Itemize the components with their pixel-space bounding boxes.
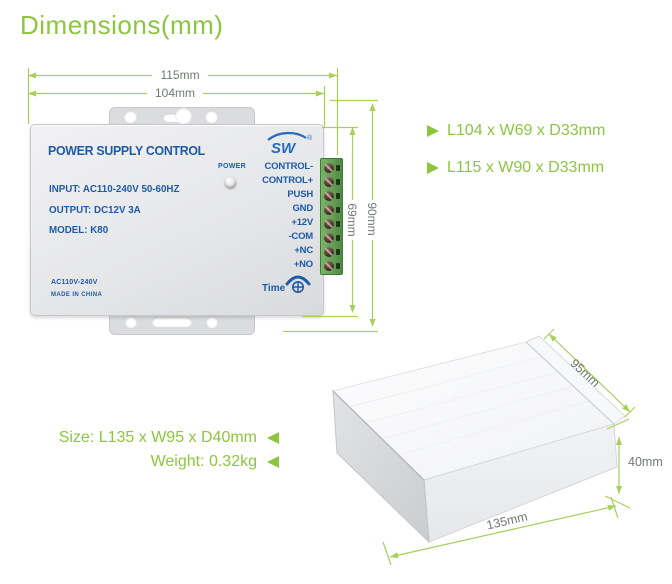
terminal-label: CONTROL+ <box>262 175 313 186</box>
wire-slot <box>336 165 340 171</box>
terminal-label: +NO <box>293 259 313 270</box>
mounting-hole <box>205 110 218 123</box>
registered-mark: ® <box>307 134 313 142</box>
output-spec: OUTPUT: DC12V 3A <box>49 204 141 216</box>
terminal-label: CONTROL- <box>264 161 313 172</box>
mounting-hole <box>206 316 218 328</box>
box-dim-95mm: 95mm <box>567 356 603 390</box>
package-size-note: Size: L135 x W95 x D40mm <box>58 429 257 446</box>
wire-slot <box>336 263 340 269</box>
mounting-hole <box>125 316 137 328</box>
terminal-label: -COM <box>288 231 313 242</box>
screw-terminal <box>324 233 334 243</box>
box-left-flap <box>332 389 430 544</box>
wire-slot <box>336 193 340 199</box>
made-in-label: MADE IN CHINA <box>51 292 103 298</box>
pointer-arrow-icon <box>267 432 279 444</box>
inner-size-note: L104 x W69 x D33mm <box>447 122 606 139</box>
wire-slot <box>336 235 340 241</box>
wire-slot <box>336 249 340 255</box>
terminal-label: +12V <box>291 217 313 228</box>
pointer-arrow-icon <box>427 125 439 137</box>
page-title: Dimensions(mm) <box>20 10 224 40</box>
device-title: POWER SUPPLY CONTROL <box>48 143 205 158</box>
mounting-hole <box>124 110 137 123</box>
dim-115mm: 115mm <box>160 68 200 82</box>
model-spec: MODEL: K80 <box>49 224 109 236</box>
brand-logo: SW ® <box>267 131 313 157</box>
input-spec: INPUT: AC110-240V 50-60HZ <box>49 183 180 195</box>
power-led-label: POWER <box>218 163 246 170</box>
dim-90mm: 90mm <box>365 202 379 236</box>
box-dim-135mm: 135mm <box>485 509 529 533</box>
screw-terminal <box>324 261 334 271</box>
time-dial-icon <box>285 275 311 293</box>
screw-terminal <box>324 205 334 215</box>
keyhole-circle <box>175 107 192 124</box>
box-dim-40mm: 40mm <box>628 455 663 469</box>
time-adjust-label: Time <box>262 283 286 294</box>
wire-slot <box>336 207 340 213</box>
voltage-rating: AC110V-240V <box>51 279 98 286</box>
wire-slot <box>336 179 340 185</box>
terminal-block <box>320 158 343 275</box>
screw-terminal <box>324 219 334 229</box>
wire-slot <box>336 221 340 227</box>
screw-terminal <box>324 177 334 187</box>
terminal-label: +NC <box>294 245 313 256</box>
dim-69mm: 69mm <box>345 203 359 237</box>
pointer-arrow-icon <box>267 456 279 468</box>
outer-size-note: L115 x W90 x D33mm <box>447 159 605 176</box>
screw-terminal <box>324 247 334 257</box>
screw-terminal <box>324 191 334 201</box>
screw-terminal <box>324 163 334 173</box>
terminal-label: GND <box>292 203 313 214</box>
logo-swoosh <box>267 131 307 141</box>
logo-text: SW <box>271 140 297 157</box>
box-corrugation <box>348 356 590 456</box>
dim-104mm: 104mm <box>154 86 195 100</box>
terminal-label: PUSH <box>287 189 313 200</box>
pointer-arrow-icon <box>427 162 439 174</box>
box-lid-edge <box>525 335 626 425</box>
package-weight-note: Weight: 0.32kg <box>150 453 257 470</box>
power-led <box>225 177 236 188</box>
box-crease <box>332 390 425 481</box>
mounting-slot <box>152 317 192 327</box>
